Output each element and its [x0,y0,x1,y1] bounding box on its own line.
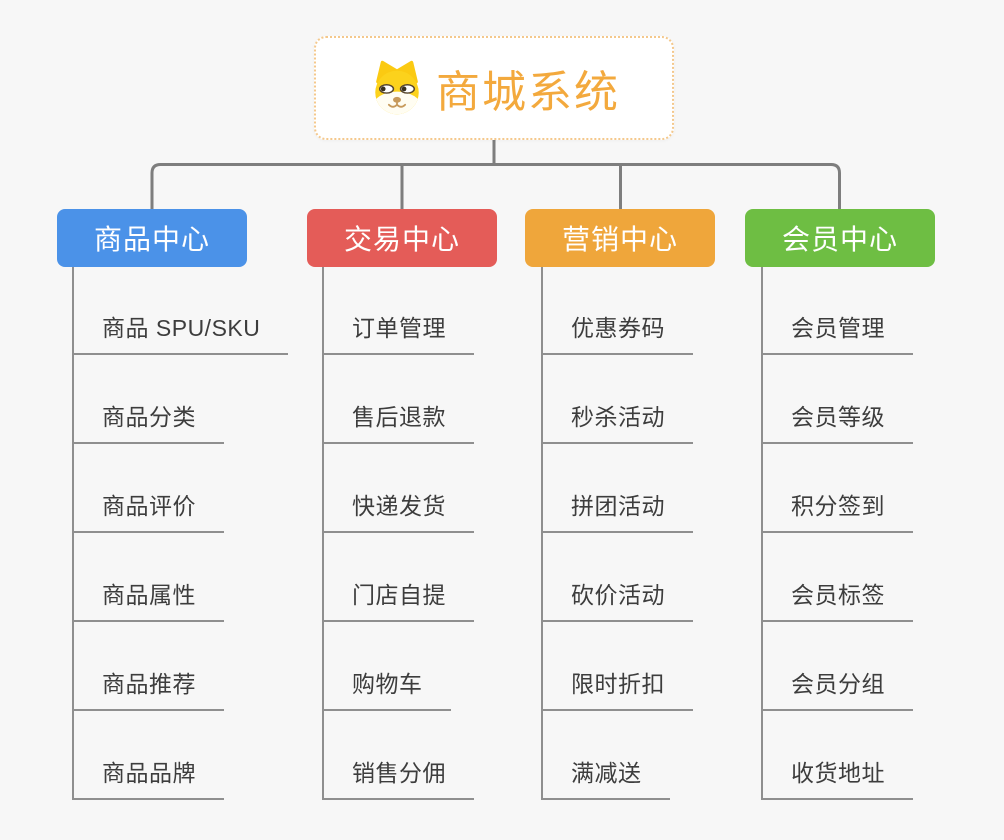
leaf-topic-shipping-address[interactable]: 收货地址 [761,754,913,800]
leaf-item: 收货地址 [761,711,913,800]
leaf-topic-flash-sale[interactable]: 秒杀活动 [541,398,693,444]
leaf-topic-sales-commission[interactable]: 销售分佣 [322,754,474,800]
leaf-topic-product-category[interactable]: 商品分类 [72,398,224,444]
leaf-topic-product-brand[interactable]: 商品品牌 [72,754,224,800]
leaf-item: 商品分类 [72,355,288,444]
leaf-topic-shopping-cart[interactable]: 购物车 [322,665,451,711]
leaf-topic-member-tag[interactable]: 会员标签 [761,576,913,622]
branch-column-marketing-center: 优惠券码 秒杀活动 拼团活动 砍价活动 限时折扣 满减送 [541,267,693,800]
leaf-item: 积分签到 [761,444,913,533]
leaf-item: 满减送 [541,711,693,800]
leaf-item: 商品评价 [72,444,288,533]
branch-label: 商品中心 [93,224,210,255]
leaf-item: 砍价活动 [541,533,693,622]
leaf-item: 会员等级 [761,355,913,444]
branch-node-marketing-center[interactable]: 营销中心 [525,209,715,267]
branch-column-member-center: 会员管理 会员等级 积分签到 会员标签 会员分组 收货地址 [761,267,913,800]
root-node[interactable]: 商城系统 [314,36,674,140]
leaf-item: 商品 SPU/SKU [72,267,289,355]
branch-node-product-center[interactable]: 商品中心 [57,209,247,267]
leaf-item: 会员分组 [761,622,913,711]
leaf-topic-product-attribute[interactable]: 商品属性 [72,576,224,622]
leaf-topic-member-group[interactable]: 会员分组 [761,665,913,711]
leaf-item: 会员标签 [761,533,913,622]
branch-label: 会员中心 [781,224,898,255]
branch-node-trade-center[interactable]: 交易中心 [307,209,497,267]
leaf-item: 优惠券码 [541,267,693,355]
leaf-item: 商品属性 [72,533,288,622]
leaf-topic-product-recommend[interactable]: 商品推荐 [72,665,224,711]
leaf-item: 门店自提 [322,533,474,622]
leaf-topic-limited-time-discount[interactable]: 限时折扣 [541,665,693,711]
leaf-topic-coupon-code[interactable]: 优惠券码 [541,309,693,355]
leaf-topic-bargain-activity[interactable]: 砍价活动 [541,576,693,622]
leaf-topic-express-shipping[interactable]: 快递发货 [322,487,474,533]
leaf-item: 商品推荐 [72,622,288,711]
leaf-topic-store-pickup[interactable]: 门店自提 [322,576,474,622]
leaf-item: 订单管理 [322,267,474,355]
leaf-item: 商品品牌 [72,711,288,800]
doge-icon [375,60,419,115]
leaf-item: 销售分佣 [322,711,474,800]
leaf-item: 秒杀活动 [541,355,693,444]
leaf-item: 快递发货 [322,444,474,533]
leaf-item: 购物车 [322,622,474,711]
root-title: 商城系统 [436,68,620,117]
branch-label: 营销中心 [561,224,678,255]
leaf-item: 拼团活动 [541,444,693,533]
leaf-topic-points-checkin[interactable]: 积分签到 [761,487,913,533]
branch-label: 交易中心 [343,224,460,255]
leaf-item: 售后退款 [322,355,474,444]
leaf-topic-product-spu-sku[interactable]: 商品 SPU/SKU [72,309,289,355]
leaf-topic-product-review[interactable]: 商品评价 [72,487,224,533]
branch-column-product-center: 商品 SPU/SKU 商品分类 商品评价 商品属性 商品推荐 商品品牌 [72,267,289,800]
leaf-topic-group-buy[interactable]: 拼团活动 [541,487,693,533]
leaf-topic-full-reduction[interactable]: 满减送 [541,754,670,800]
leaf-topic-member-management[interactable]: 会员管理 [761,309,913,355]
leaf-topic-order-management[interactable]: 订单管理 [322,309,474,355]
leaf-item: 会员管理 [761,267,913,355]
leaf-topic-aftersale-refund[interactable]: 售后退款 [322,398,474,444]
leaf-item: 限时折扣 [541,622,693,711]
leaf-topic-member-level[interactable]: 会员等级 [761,398,913,444]
branch-column-trade-center: 订单管理 售后退款 快递发货 门店自提 购物车 销售分佣 [322,267,474,800]
branch-node-member-center[interactable]: 会员中心 [745,209,935,267]
